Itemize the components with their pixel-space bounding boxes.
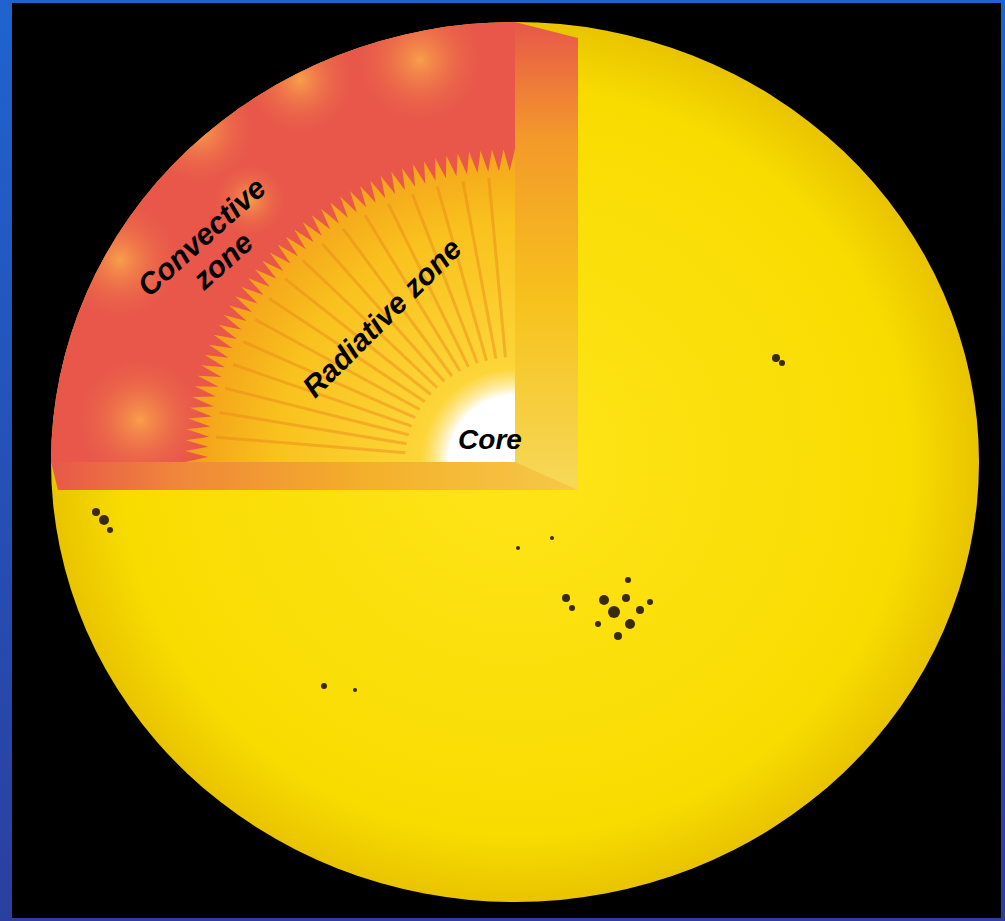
cut-bottom-face (51, 462, 578, 490)
zone-label: Core (458, 425, 522, 454)
background (12, 3, 1001, 918)
cut-side-face (515, 22, 578, 490)
zone-label: Radiative zone (297, 233, 468, 404)
sun-disk (51, 22, 979, 902)
zone-label: Convective zone (131, 171, 292, 325)
